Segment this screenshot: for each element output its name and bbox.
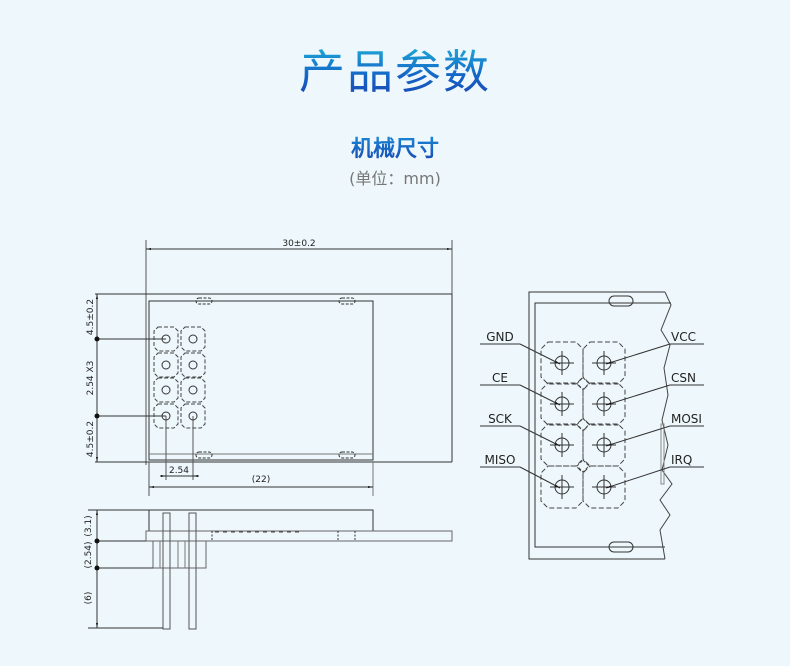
pin-pitch-vertical-label: 2.54 X3	[86, 361, 96, 396]
top-pad-grid	[153, 326, 206, 429]
pin-hole	[188, 411, 198, 421]
unit-note: (单位：mm)	[349, 169, 441, 188]
pad-outline	[153, 377, 179, 403]
pad-gap	[576, 459, 590, 473]
pad-outline	[153, 326, 179, 352]
pin-hole	[161, 360, 171, 370]
pin-grid	[540, 341, 626, 509]
pad-outline	[582, 341, 626, 385]
page-title: 产品参数	[0, 40, 790, 104]
slot	[195, 297, 213, 305]
top-view	[94, 240, 453, 496]
pin-hole	[188, 360, 198, 370]
pin-labels: GND CE SCK MISO VCC CSN MOSI IRQ	[480, 330, 704, 489]
section-title: 机械尺寸	[0, 134, 790, 166]
pin-label-vcc: VCC	[671, 330, 696, 344]
header-height-label: (2.54)	[84, 541, 94, 568]
pin-label-csn: CSN	[671, 371, 696, 385]
side-view	[88, 509, 453, 630]
pin-hole	[161, 411, 171, 421]
pin-label-irq: IRQ	[671, 453, 692, 467]
pad-outline	[540, 382, 584, 426]
pin-label-ce: CE	[492, 371, 508, 385]
pad-outline	[180, 403, 206, 429]
pin-length-label: (6)	[84, 592, 94, 605]
shield-outline	[148, 300, 374, 461]
leader-line	[519, 425, 561, 447]
pad-outline	[540, 423, 584, 467]
pad-outline	[180, 352, 206, 378]
pin-label-miso: MISO	[485, 453, 516, 467]
pin-label-gnd: GND	[486, 330, 514, 344]
pinout-view	[528, 291, 673, 560]
pad-outline	[153, 352, 179, 378]
slot	[338, 297, 356, 305]
leader-line	[605, 343, 671, 365]
pad-outline	[582, 465, 626, 509]
pin-hole	[161, 385, 171, 395]
pin-hole	[188, 385, 198, 395]
slot	[608, 541, 634, 553]
pin-hole	[188, 334, 198, 344]
pad-outline	[153, 403, 179, 429]
pin-hole	[161, 334, 171, 344]
leader-line	[519, 384, 561, 406]
leader-line	[605, 425, 671, 447]
pad-outline	[582, 423, 626, 467]
pad-outline	[180, 326, 206, 352]
leader-line	[519, 466, 561, 489]
top-margin-label: 4.5±0.2	[86, 299, 96, 335]
slot	[195, 451, 213, 459]
pad-gap	[576, 376, 590, 391]
shield-width-label: (22)	[252, 475, 270, 485]
leader-line	[605, 466, 671, 489]
pad-outline	[540, 341, 584, 385]
pin-pitch-horizontal-label: 2.54	[169, 466, 189, 476]
leader-line	[605, 384, 671, 406]
slot	[608, 295, 634, 307]
pin-label-sck: SCK	[488, 412, 513, 426]
pin-label-mosi: MOSI	[671, 412, 702, 426]
pad-gap	[576, 417, 590, 432]
shield-height-label: (3.1)	[84, 515, 94, 536]
leader-line	[519, 343, 561, 365]
pad-outline	[180, 377, 206, 403]
slot	[338, 451, 356, 459]
bottom-margin-label: 4.5±0.2	[86, 421, 96, 457]
pad-outline	[582, 382, 626, 426]
pad-outline	[540, 465, 584, 509]
width-dimension-label: 30±0.2	[282, 239, 315, 249]
